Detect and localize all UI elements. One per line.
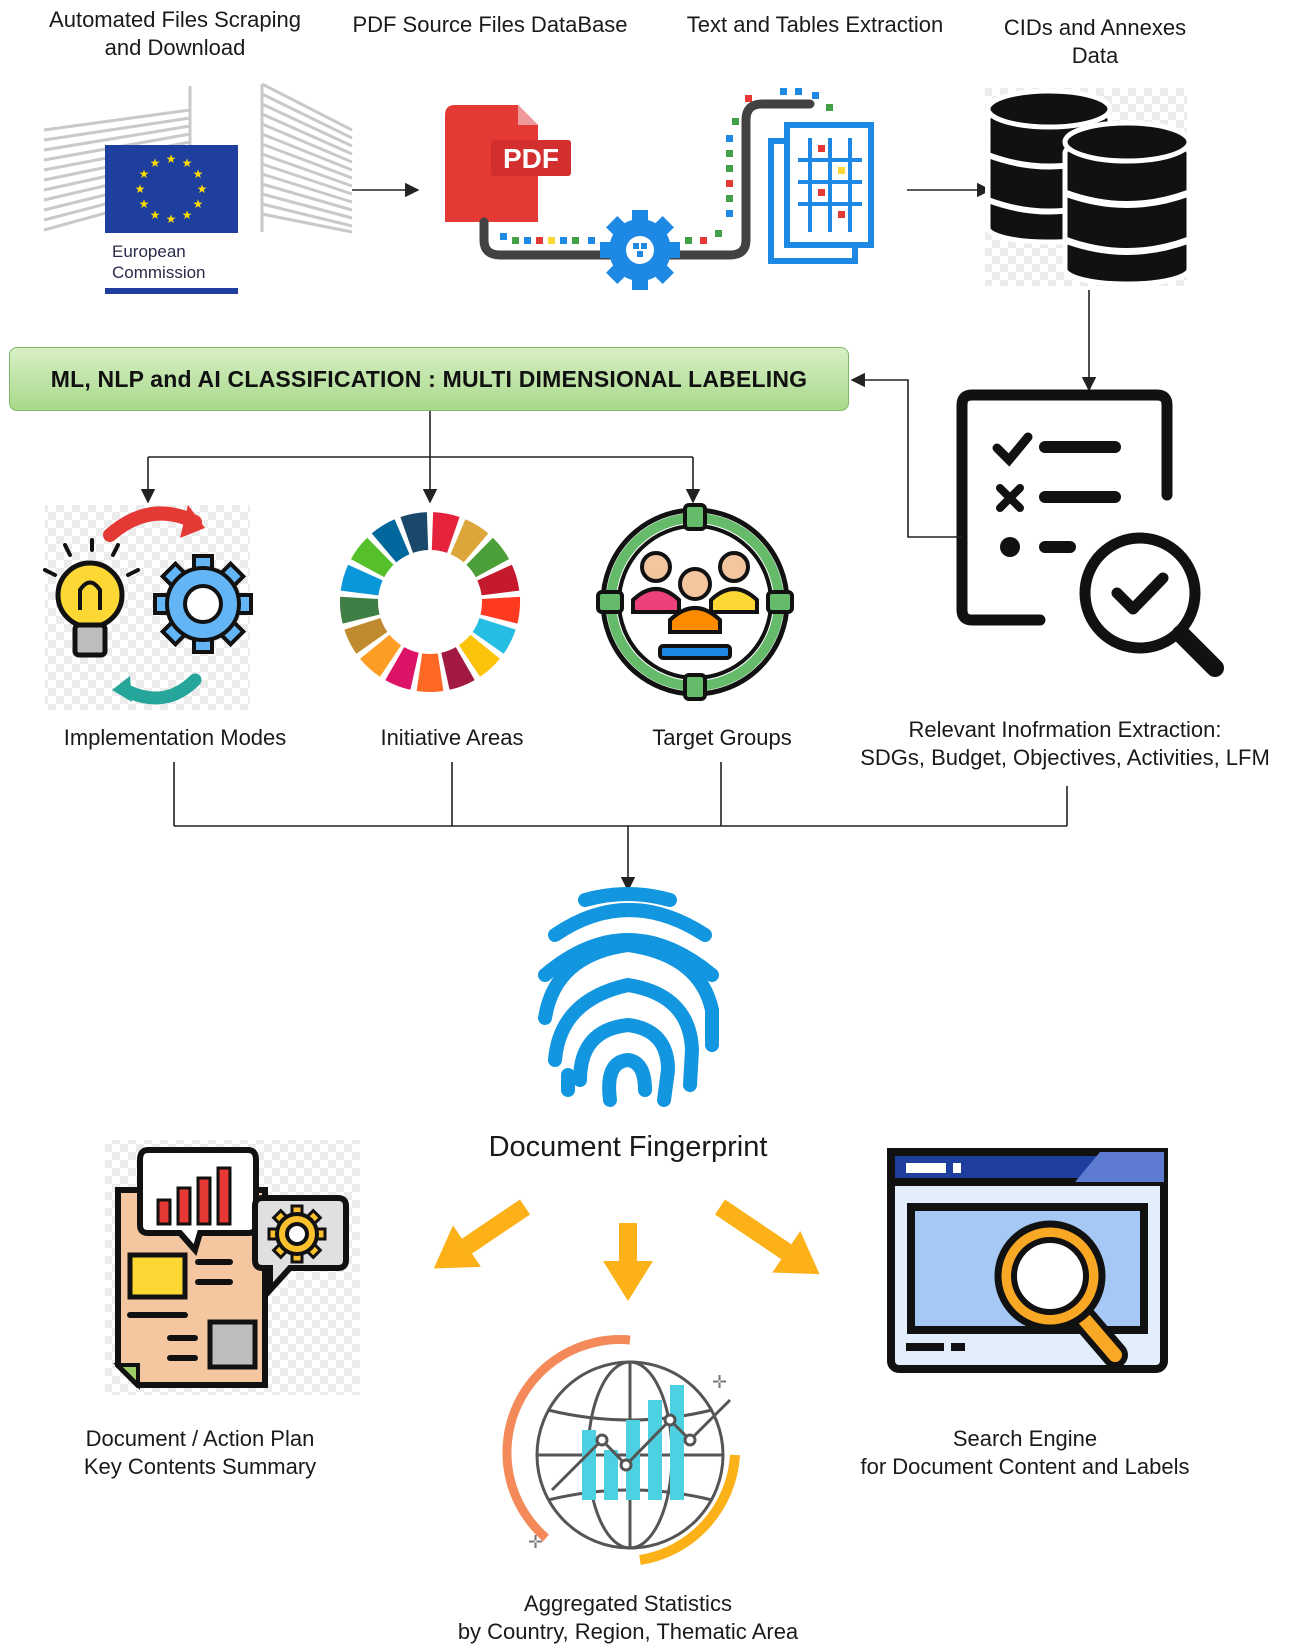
summary-line1: Document / Action Plan [85,1426,315,1451]
sdg-wheel-segment [472,618,516,654]
svg-text:★: ★ [193,167,204,181]
sdg-wheel-segment [339,596,380,624]
svg-text:✛: ✛ [528,1532,543,1552]
svg-text:★: ★ [150,208,161,222]
orange-arrows [433,1199,820,1301]
european-commission-logo: ★★★ ★★★ ★★★ ★★★ European Commission [43,82,353,294]
sdg-wheel-segment [480,596,521,624]
svg-text:★: ★ [182,156,193,170]
ec-logo-line2: Commission [112,263,206,282]
sdg-wheel-segment [340,564,383,596]
extraction-label: Text and Tables Extraction [686,12,944,37]
sdg-wheel-segment [466,537,510,578]
sdg-wheel-segment [385,647,419,690]
svg-text:★: ★ [197,182,208,196]
stats-label: Aggregated Statistics by Country, Region… [428,1590,828,1646]
search-line2: for Document Content and Labels [860,1454,1190,1479]
stats-line2: by Country, Region, Thematic Area [457,1619,799,1644]
scraping-label-line2: and Download [104,35,246,60]
impl-modes-label: Implementation Modes [63,725,287,750]
search-line1: Search Engine [952,1426,1098,1451]
summary-line2: Key Contents Summary [83,1454,317,1479]
database-icon [985,88,1192,287]
summary-label: Document / Action Plan Key Contents Summ… [40,1425,360,1481]
relevant-info-label: Relevant Inofrmation Extraction: SDGs, B… [845,716,1285,772]
svg-text:★: ★ [135,182,146,196]
globe-statistics-icon: ✛ ✛ [502,1335,740,1565]
lightbulb-gear-cycle-icon [43,505,253,710]
scraping-label-line1: Automated Files Scraping [49,7,301,32]
table-document-icon [768,122,874,264]
search-browser-icon [887,1148,1168,1373]
cids-label-line2: Data [1071,43,1119,68]
search-label: Search Engine for Document Content and L… [845,1425,1205,1481]
relevant-info-line2: SDGs, Budget, Objectives, Activities, LF… [860,745,1270,770]
pdf-icon: PDF [445,105,571,222]
fingerprint-icon [538,887,719,1107]
relevant-info-line1: Relevant Inofrmation Extraction: [908,717,1222,742]
sdg-wheel-icon [339,512,521,693]
sdg-wheel-segment [431,512,460,553]
classification-box: ML, NLP and AI CLASSIFICATION : MULTI DI… [9,347,849,411]
stats-line1: Aggregated Statistics [524,1591,732,1616]
fingerprint-label: Document Fingerprint [488,1131,768,1163]
sdg-wheel-segment [344,618,388,654]
gear-icon [600,210,680,290]
svg-text:★: ★ [166,212,177,226]
sdg-wheel-segment [371,519,410,563]
checklist-search-icon [956,389,1224,677]
sdg-wheel-segment [360,634,402,677]
svg-text:★: ★ [166,152,177,166]
scraping-label: Automated Files Scraping and Download [30,6,320,62]
sdg-wheel-segment [416,653,444,693]
sdg-wheel-segment [477,564,520,596]
svg-text:★: ★ [150,156,161,170]
sdg-wheel-segment [450,519,489,563]
target-groups-label: Target Groups [652,725,792,750]
sdg-wheel-segment [458,634,500,677]
ec-logo-line1: European [112,242,186,261]
svg-text:★: ★ [139,197,150,211]
cids-label: CIDs and Annexes Data [975,14,1215,70]
data-dots [500,88,833,244]
report-summary-icon [105,1140,360,1395]
svg-text:✛: ✛ [712,1372,727,1392]
svg-text:★: ★ [193,197,204,211]
target-group-icon [596,503,794,701]
sdg-wheel-segment [350,537,394,578]
cids-label-line1: CIDs and Annexes [1003,15,1187,40]
initiative-areas-label: Initiative Areas [380,725,524,750]
svg-text:★: ★ [139,167,150,181]
pdf-badge-text: PDF [503,143,559,174]
svg-text:★: ★ [182,208,193,222]
sdg-wheel-segment [400,512,429,553]
pdf-db-label: PDF Source Files DataBase [352,12,628,37]
sdg-wheel-segment [441,647,475,690]
